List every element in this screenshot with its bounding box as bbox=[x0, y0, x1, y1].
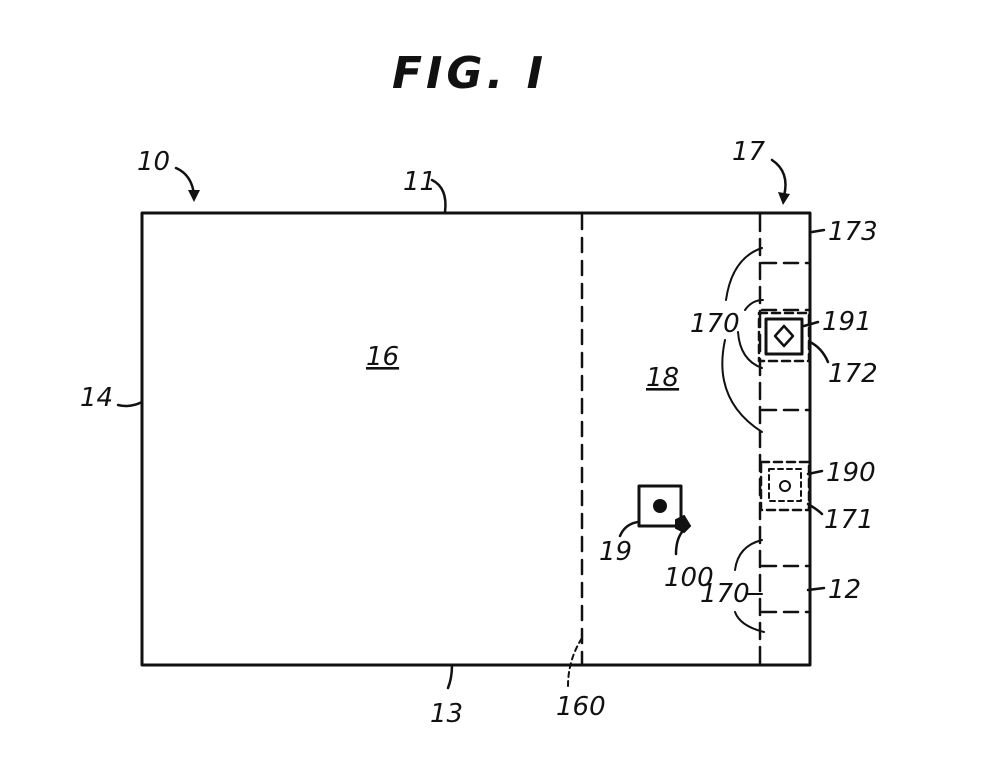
label-172: 172 bbox=[828, 359, 878, 389]
label-173: 173 bbox=[828, 217, 878, 247]
label-170-upper: 170 bbox=[690, 309, 740, 339]
label-12: 12 bbox=[828, 575, 861, 605]
label-13: 13 bbox=[430, 699, 463, 729]
label-100: 100 bbox=[664, 563, 714, 593]
element-19 bbox=[637, 484, 692, 534]
figure-title: FIG. I bbox=[392, 48, 547, 99]
label-171: 171 bbox=[824, 505, 874, 535]
strip-perforations bbox=[760, 261, 810, 614]
label-19: 19 bbox=[599, 537, 632, 567]
label-17: 17 bbox=[732, 137, 766, 167]
label-190: 190 bbox=[826, 458, 876, 488]
leader-lines bbox=[116, 158, 830, 690]
label-18: 18 bbox=[646, 363, 679, 393]
label-element-172 bbox=[757, 311, 811, 363]
label-191: 191 bbox=[822, 307, 872, 337]
label-10: 10 bbox=[137, 147, 170, 177]
label-element-171 bbox=[759, 460, 811, 512]
label-14: 14 bbox=[80, 383, 113, 413]
label-160: 160 bbox=[556, 692, 606, 722]
label-170-lower: 170 bbox=[700, 579, 750, 609]
label-11: 11 bbox=[403, 167, 436, 197]
sheet-outline bbox=[140, 211, 812, 667]
reference-numerals: 10 11 17 173 170 191 172 16 18 14 190 17… bbox=[80, 137, 878, 729]
label-16: 16 bbox=[366, 342, 399, 372]
circle-icon bbox=[779, 480, 791, 492]
marker-100 bbox=[675, 514, 692, 534]
diamond-icon bbox=[773, 324, 795, 348]
filled-dot-icon bbox=[653, 499, 667, 513]
